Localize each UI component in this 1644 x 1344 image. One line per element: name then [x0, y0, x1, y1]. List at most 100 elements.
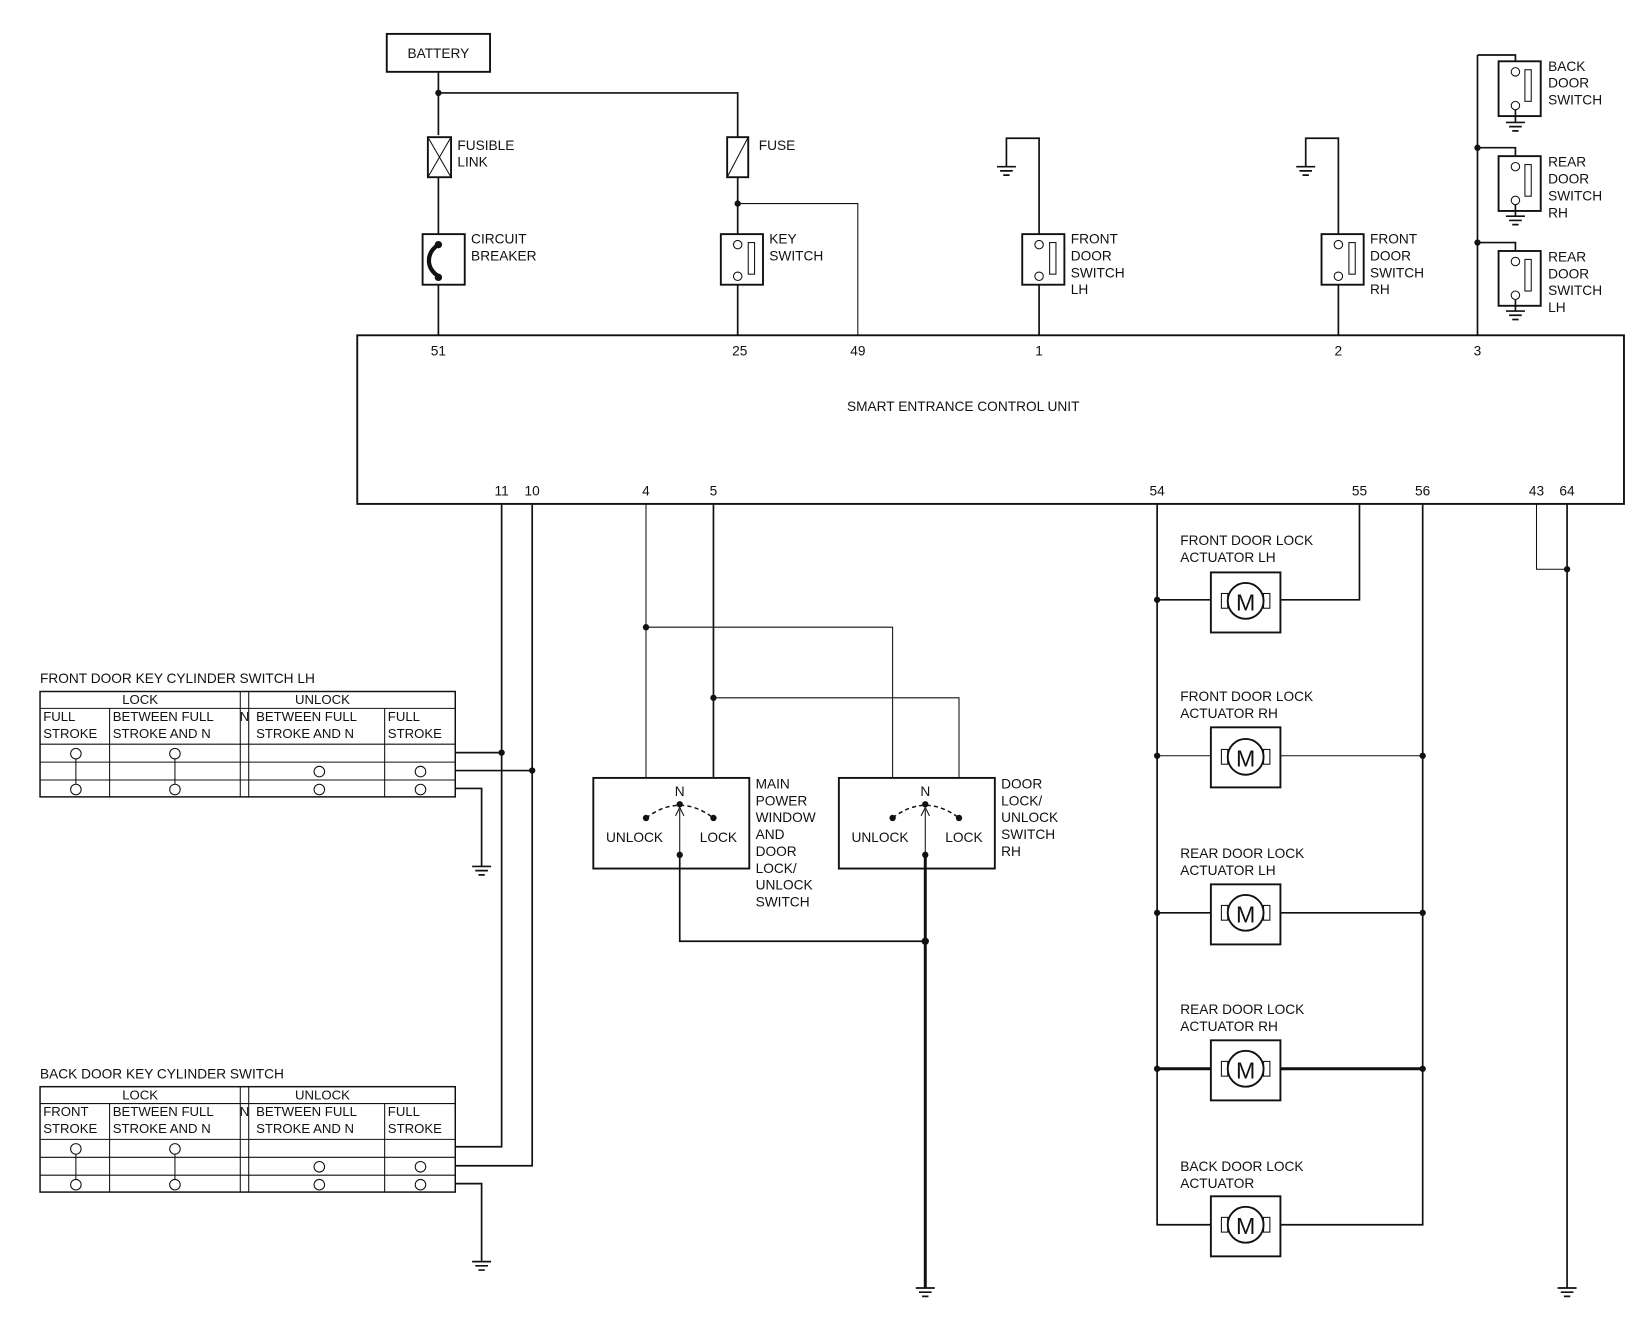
- svg-text:REAR: REAR: [1548, 155, 1586, 170]
- terminal-label: 64: [1559, 483, 1575, 498]
- svg-text:BETWEEN FULL: BETWEEN FULL: [256, 1104, 357, 1119]
- svg-text:UNLOCK: UNLOCK: [1001, 810, 1058, 825]
- svg-text:BETWEEN FULL: BETWEEN FULL: [256, 709, 357, 724]
- junction-dot: [734, 200, 741, 207]
- svg-text:UNLOCK: UNLOCK: [756, 878, 813, 893]
- svg-text:REAR DOOR LOCK: REAR DOOR LOCK: [1180, 1002, 1304, 1017]
- svg-text:POWER: POWER: [756, 793, 808, 808]
- motor-icon: M: [1236, 1057, 1255, 1083]
- junction-dot: [1153, 1065, 1161, 1072]
- battery-feed-wire: [437, 71, 739, 138]
- svg-text:SWITCH: SWITCH: [1548, 93, 1602, 108]
- junction-dot: [1153, 752, 1161, 759]
- svg-text:LH: LH: [1071, 282, 1089, 297]
- svg-text:FRONT DOOR LOCK: FRONT DOOR LOCK: [1180, 689, 1313, 704]
- svg-text:LOCK/: LOCK/: [756, 861, 797, 876]
- svg-text:FUSIBLE: FUSIBLE: [457, 138, 514, 153]
- circuit-breaker: CIRCUIT BREAKER: [421, 232, 537, 286]
- svg-text:N: N: [675, 784, 685, 799]
- svg-text:LOCK: LOCK: [122, 1087, 158, 1102]
- wire: [646, 626, 894, 818]
- terminal-label: 25: [732, 343, 748, 358]
- svg-text:DOOR: DOOR: [1548, 266, 1589, 281]
- svg-text:LOCK: LOCK: [122, 692, 158, 707]
- junction-dot: [642, 624, 650, 631]
- svg-text:UNLOCK: UNLOCK: [295, 1087, 350, 1102]
- svg-text:BACK: BACK: [1548, 59, 1585, 74]
- terminal-label: 1: [1035, 343, 1043, 358]
- wire-terminal-56: [1280, 503, 1424, 1226]
- svg-text:LINK: LINK: [457, 155, 487, 170]
- front-door-switch-lh: FRONT DOOR SWITCH LH: [996, 137, 1125, 336]
- junction-dot: [1419, 909, 1426, 916]
- terminal-label: 49: [850, 343, 865, 358]
- terminal-label: 43: [1529, 483, 1545, 498]
- key-switch: KEY SWITCH: [719, 232, 823, 286]
- terminal-label: 54: [1150, 483, 1166, 498]
- svg-text:STROKE: STROKE: [388, 726, 442, 741]
- control-unit-label: SMART ENTRANCE CONTROL UNIT: [847, 399, 1080, 414]
- wire: [678, 854, 926, 943]
- svg-text:STROKE AND N: STROKE AND N: [256, 726, 354, 741]
- front-door-lock-actuator-rh: FRONT DOOR LOCK ACTUATOR RH M: [1180, 689, 1313, 789]
- junction-dot: [710, 694, 717, 701]
- svg-text:MAIN: MAIN: [756, 776, 790, 791]
- motor-icon: M: [1236, 901, 1255, 927]
- ground-symbol: [1557, 1287, 1577, 1298]
- svg-text:SWITCH: SWITCH: [1548, 283, 1602, 298]
- terminal-label: 3: [1474, 343, 1482, 358]
- svg-text:ACTUATOR: ACTUATOR: [1180, 1176, 1254, 1191]
- front-door-key-cylinder-switch-table: FRONT DOOR KEY CYLINDER SWITCH LH LOCK U…: [39, 671, 456, 798]
- fusible-link: FUSIBLE LINK: [426, 136, 514, 179]
- svg-text:N: N: [920, 784, 930, 799]
- svg-text:REAR DOOR LOCK: REAR DOOR LOCK: [1180, 846, 1304, 861]
- svg-text:DOOR: DOOR: [1370, 248, 1411, 263]
- svg-text:SWITCH: SWITCH: [1071, 265, 1125, 280]
- svg-text:LH: LH: [1548, 300, 1566, 315]
- ground-symbol: [915, 1287, 935, 1298]
- front-door-switch-rh: FRONT DOOR SWITCH RH: [1296, 137, 1424, 336]
- motor-icon: M: [1236, 1213, 1255, 1239]
- svg-text:DOOR: DOOR: [1071, 248, 1112, 263]
- svg-text:STROKE AND N: STROKE AND N: [256, 1121, 354, 1136]
- terminal-label: 4: [642, 483, 650, 498]
- svg-text:RH: RH: [1370, 282, 1390, 297]
- svg-text:N: N: [240, 709, 250, 724]
- wire-terminal-11: [455, 503, 503, 1148]
- svg-text:STROKE: STROKE: [43, 726, 97, 741]
- junction-dot: [435, 89, 442, 97]
- svg-text:FRONT: FRONT: [1370, 232, 1418, 247]
- table-title: FRONT DOOR KEY CYLINDER SWITCH LH: [40, 671, 315, 686]
- svg-text:ACTUATOR LH: ACTUATOR LH: [1180, 863, 1275, 878]
- svg-text:WINDOW: WINDOW: [756, 810, 816, 825]
- front-door-lock-actuator-lh: FRONT DOOR LOCK ACTUATOR LH M: [1180, 533, 1313, 634]
- svg-text:DOOR: DOOR: [1548, 76, 1589, 91]
- svg-text:ACTUATOR RH: ACTUATOR RH: [1180, 1019, 1278, 1034]
- door-lock-unlock-switch-rh: N UNLOCK LOCK DOOR LOCK/ UNLOCK SWITCH R…: [837, 776, 1058, 870]
- svg-text:STROKE: STROKE: [43, 1121, 97, 1136]
- terminal-label: 2: [1335, 343, 1343, 358]
- smart-entrance-control-unit: SMART ENTRANCE CONTROL UNIT 51 25 49 1 2…: [356, 334, 1625, 505]
- terminal-label: 55: [1352, 483, 1368, 498]
- motor-icon: M: [1236, 589, 1255, 615]
- svg-text:BREAKER: BREAKER: [471, 248, 537, 263]
- svg-text:RH: RH: [1001, 844, 1021, 859]
- svg-text:CIRCUIT: CIRCUIT: [471, 232, 527, 247]
- junction-dot: [498, 749, 505, 756]
- svg-text:UNLOCK: UNLOCK: [606, 830, 663, 845]
- svg-text:N: N: [240, 1104, 250, 1119]
- svg-text:LOCK: LOCK: [700, 830, 737, 845]
- ground-front-key-cylinder: [455, 787, 492, 876]
- svg-text:FUSE: FUSE: [759, 138, 796, 153]
- svg-text:SWITCH: SWITCH: [769, 248, 823, 263]
- terminal-label: 11: [495, 483, 509, 498]
- wire-terminal-10: [455, 503, 534, 1167]
- svg-text:AND: AND: [756, 827, 785, 842]
- svg-text:SWITCH: SWITCH: [1001, 827, 1055, 842]
- terminal-label: 5: [710, 483, 718, 498]
- rear-door-switch-lh: REAR DOOR SWITCH LH: [1477, 241, 1602, 321]
- svg-text:STROKE: STROKE: [388, 1121, 442, 1136]
- junction-dot: [1153, 909, 1161, 916]
- rear-door-lock-actuator-rh: REAR DOOR LOCK ACTUATOR RH M: [1180, 1002, 1304, 1102]
